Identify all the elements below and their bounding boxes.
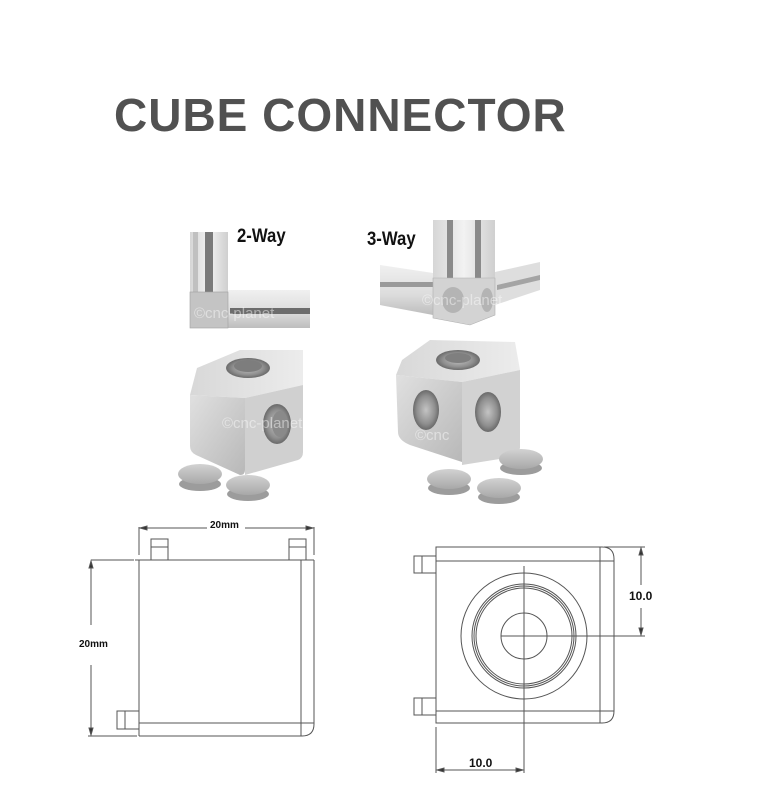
svg-text:©cnc-planet: ©cnc-planet xyxy=(222,415,303,432)
cube-connector-3way-photo: ©cnc xyxy=(396,340,543,504)
three-way-assembly-photo: ©cnc-planet xyxy=(380,220,540,326)
svg-text:©cnc: ©cnc xyxy=(415,427,450,444)
three-way-label: 3-Way xyxy=(367,229,416,250)
page-title: CUBE CONNECTOR xyxy=(114,89,567,141)
two-way-label: 2-Way xyxy=(237,226,286,247)
two-way-assembly-photo: ©cnc-planet xyxy=(189,232,310,329)
cube-connector-2way-photo: ©cnc-planet xyxy=(178,350,303,501)
svg-text:©cnc-planet: ©cnc-planet xyxy=(194,305,275,322)
side-view-drawing xyxy=(88,525,315,737)
width-dimension-label: 20mm xyxy=(210,520,239,531)
height-dimension-label: 20mm xyxy=(79,639,108,650)
svg-text:©cnc-planet: ©cnc-planet xyxy=(422,292,503,309)
horizontal-offset-label: 10.0 xyxy=(469,756,493,770)
vertical-offset-label: 10.0 xyxy=(629,589,653,603)
front-view-drawing xyxy=(413,546,645,773)
